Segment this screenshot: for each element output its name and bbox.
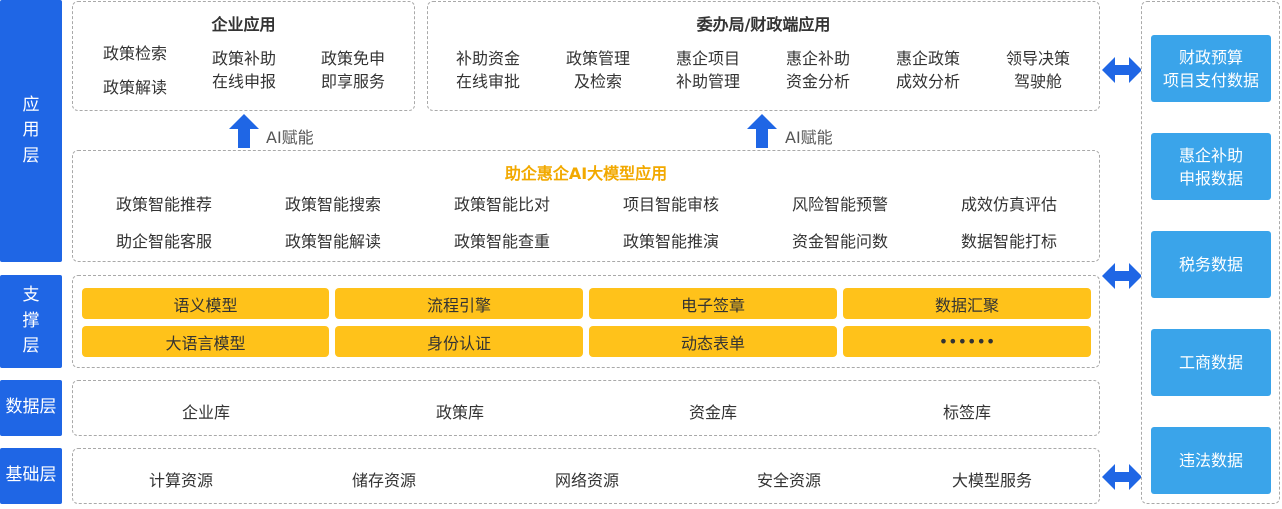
base-layer-item: 网络资源 [554, 471, 620, 490]
ai-app-item: 政策智能解读 [284, 232, 382, 251]
arrow-up-icon [229, 114, 259, 148]
base-layer-item: 大模型服务 [951, 471, 1033, 490]
ai-app-item: 政策智能推演 [622, 232, 720, 251]
layer-label-data-text: 数据层 [5, 397, 57, 418]
layer-label-base-text: 基础层 [5, 465, 57, 486]
data-layer-item: 资金库 [688, 403, 738, 422]
bureau-item-5: 惠企政策 成效分析 [896, 47, 960, 93]
layer-label-support-text: 支撑层 [22, 285, 40, 357]
data-source-card-subsidy: 惠企补助 申报数据 [1151, 133, 1271, 200]
ai-model-app-title: 助企惠企AI大模型应用 [504, 164, 668, 183]
bureau-item-5-line2: 成效分析 [895, 72, 961, 91]
base-layer-item: 安全资源 [756, 471, 822, 490]
data-source-card-tax: 税务数据 [1151, 231, 1271, 298]
enterprise-item-1b: 政策解读 [103, 76, 167, 99]
support-module: 电子签章 [589, 288, 837, 319]
ai-app-item: 项目智能审核 [622, 195, 720, 214]
enterprise-item-2-line2: 在线申报 [211, 72, 277, 91]
ai-app-item: 助企智能客服 [115, 232, 213, 251]
layer-label-app-text: 应用层 [22, 94, 40, 166]
data-source-card-budget-line1: 财政预算 [1178, 47, 1243, 67]
data-layer-box: 企业库 政策库 资金库 标签库 [72, 380, 1100, 436]
layer-label-base: 基础层 [0, 448, 62, 504]
data-source-card-subsidy-line2: 申报数据 [1178, 168, 1243, 188]
bureau-item-4-line2: 资金分析 [785, 72, 851, 91]
ai-enable-arrow-left [229, 114, 259, 152]
support-module: 身份认证 [335, 326, 583, 357]
enterprise-item-3-line1: 政策免申 [320, 49, 386, 68]
bureau-item-6-line2: 驾驶舱 [1013, 72, 1063, 91]
data-source-card-budget-line2: 项目支付数据 [1162, 70, 1259, 90]
ai-app-item: 资金智能问数 [791, 232, 889, 251]
ai-app-item: 政策智能搜索 [284, 195, 382, 214]
enterprise-item-2: 政策补助 在线申报 [212, 47, 276, 93]
bureau-item-6: 领导决策 驾驶舱 [1006, 47, 1070, 93]
ai-app-item: 风险智能预警 [791, 195, 889, 214]
double-arrow-icon [1102, 57, 1142, 83]
data-source-card-violation-line1: 违法数据 [1178, 451, 1243, 470]
enterprise-item-1: 政策检索 [103, 42, 167, 65]
ai-app-item: 成效仿真评估 [960, 195, 1058, 214]
bureau-item-2-line1: 政策管理 [565, 49, 631, 68]
double-arrow-icon [1102, 263, 1142, 289]
data-source-card-budget: 财政预算 项目支付数据 [1151, 35, 1271, 102]
ai-model-app-box: 助企惠企AI大模型应用 政策智能推荐 政策智能搜索 政策智能比对 项目智能审核 … [72, 150, 1100, 262]
bureau-item-6-line1: 领导决策 [1005, 49, 1071, 68]
ai-enable-arrow-right [747, 114, 777, 152]
enterprise-app-title: 企业应用 [211, 15, 276, 34]
data-layer-item: 标签库 [942, 403, 992, 422]
support-module: 数据汇聚 [843, 288, 1091, 319]
support-layer-box: 语义模型 流程引擎 电子签章 数据汇聚 大语言模型 身份认证 动态表单 ••••… [72, 275, 1100, 368]
bureau-item-2-line2: 及检索 [573, 72, 623, 91]
support-module: 动态表单 [589, 326, 837, 357]
bureau-item-2: 政策管理 及检索 [566, 47, 630, 93]
ai-app-item: 政策智能比对 [453, 195, 551, 214]
layer-label-data: 数据层 [0, 380, 62, 436]
bureau-item-4: 惠企补助 资金分析 [786, 47, 850, 93]
bureau-item-1: 补助资金 在线审批 [456, 47, 520, 93]
data-source-card-business: 工商数据 [1151, 329, 1271, 396]
bureau-item-1-line2: 在线审批 [455, 72, 521, 91]
data-source-card-subsidy-line1: 惠企补助 [1178, 145, 1243, 165]
support-module: 语义模型 [82, 288, 329, 319]
enterprise-item-1-line2: 政策解读 [102, 78, 168, 97]
enterprise-item-3-line2: 即享服务 [320, 72, 386, 91]
bureau-app-title: 委办局/财政端应用 [696, 15, 831, 34]
data-source-card-business-line1: 工商数据 [1178, 353, 1243, 372]
enterprise-item-2-line1: 政策补助 [211, 49, 277, 68]
bureau-item-3: 惠企项目 补助管理 [676, 47, 740, 93]
bureau-item-5-line1: 惠企政策 [895, 49, 961, 68]
ai-enable-label-left: AI赋能 [266, 128, 314, 147]
enterprise-app-box: 企业应用 政策检索 政策解读 政策补助 在线申报 政策免申 即享服务 [72, 1, 415, 111]
data-source-card-violation: 违法数据 [1151, 427, 1271, 494]
ai-app-item: 政策智能推荐 [115, 195, 213, 214]
bureau-item-1-line1: 补助资金 [455, 49, 521, 68]
bureau-item-3-line2: 补助管理 [675, 72, 741, 91]
bureau-item-4-line1: 惠企补助 [785, 49, 851, 68]
bureau-item-3-line1: 惠企项目 [675, 49, 741, 68]
ai-app-item: 政策智能查重 [453, 232, 551, 251]
base-layer-box: 计算资源 储存资源 网络资源 安全资源 大模型服务 [72, 448, 1100, 504]
ai-app-item: 数据智能打标 [960, 232, 1058, 251]
base-layer-item: 储存资源 [351, 471, 417, 490]
enterprise-item-1-line1: 政策检索 [102, 44, 168, 63]
data-layer-item: 企业库 [181, 403, 231, 422]
support-module: 大语言模型 [82, 326, 329, 357]
data-layer-item: 政策库 [435, 403, 485, 422]
support-module-more: •••••• [843, 326, 1091, 357]
ai-enable-label-right: AI赋能 [785, 128, 833, 147]
layer-label-support: 支撑层 [0, 275, 62, 368]
enterprise-item-3: 政策免申 即享服务 [321, 47, 385, 93]
bureau-app-box: 委办局/财政端应用 补助资金 在线审批 政策管理 及检索 惠企项目 补助管理 惠… [427, 1, 1100, 111]
double-arrow-icon [1102, 464, 1142, 490]
data-source-card-tax-line1: 税务数据 [1178, 255, 1243, 274]
base-layer-item: 计算资源 [148, 471, 214, 490]
arrow-up-icon [747, 114, 777, 148]
support-module: 流程引擎 [335, 288, 583, 319]
layer-label-app: 应用层 [0, 0, 62, 262]
